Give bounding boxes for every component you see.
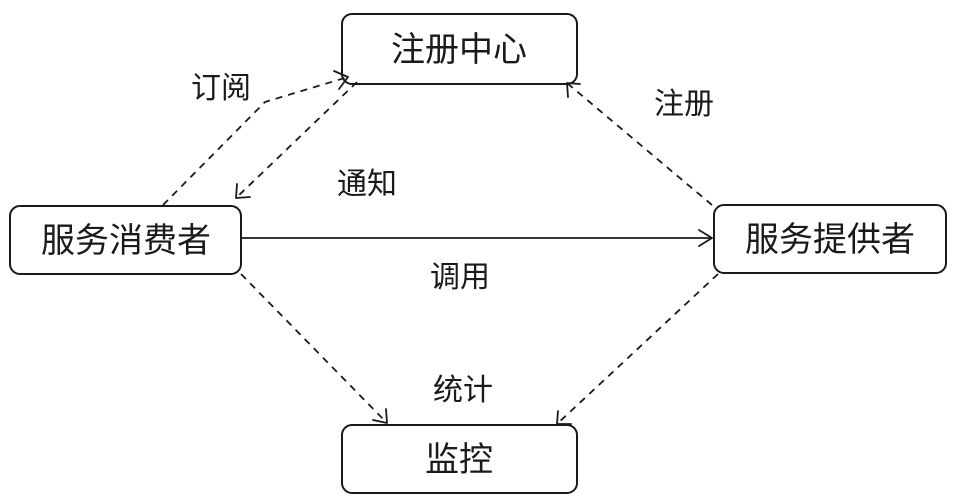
edge-notify-label: 通知 [337, 167, 397, 202]
node-monitor: 监控 [341, 424, 578, 494]
node-consumer: 服务消费者 [9, 205, 242, 275]
edge-statistics-provider [556, 273, 719, 425]
edge-invoke-label: 调用 [430, 260, 490, 295]
edge-invoke-arrow [698, 229, 713, 247]
edge-statistics-consumer-line [240, 273, 388, 424]
edge-subscribe-arrow [333, 70, 349, 90]
edge-statistics-provider-arrow [556, 410, 572, 425]
edge-register-label: 注册 [654, 87, 714, 122]
edge-subscribe-label: 订阅 [191, 71, 251, 106]
node-provider: 服务提供者 [713, 204, 947, 274]
edge-statistics-consumer-arrow [372, 408, 388, 424]
edge-invoke: 调用 [241, 229, 713, 295]
edge-notify-arrow [235, 183, 251, 199]
node-registry-label: 注册中心 [391, 30, 527, 70]
node-consumer-box [9, 205, 242, 275]
node-monitor-box [341, 424, 578, 494]
edge-statistics-label: 统计 [433, 373, 493, 408]
edge-statistics-provider-line [556, 273, 719, 425]
node-monitor-label: 监控 [425, 440, 493, 480]
node-registry-box [341, 13, 578, 85]
edge-notify-line [235, 81, 358, 199]
edge-subscribe: 订阅 [162, 70, 349, 206]
node-provider-box [713, 204, 947, 274]
edge-statistics-consumer [240, 273, 388, 424]
node-provider-label: 服务提供者 [745, 220, 915, 260]
node-consumer-label: 服务消费者 [41, 221, 211, 261]
edge-register: 注册 [566, 82, 714, 206]
edge-register-line [566, 82, 713, 206]
edge-notify: 通知 [235, 81, 397, 202]
node-registry: 注册中心 [341, 13, 578, 85]
edge-register-arrow [566, 82, 581, 98]
edge-subscribe-line [162, 76, 349, 206]
